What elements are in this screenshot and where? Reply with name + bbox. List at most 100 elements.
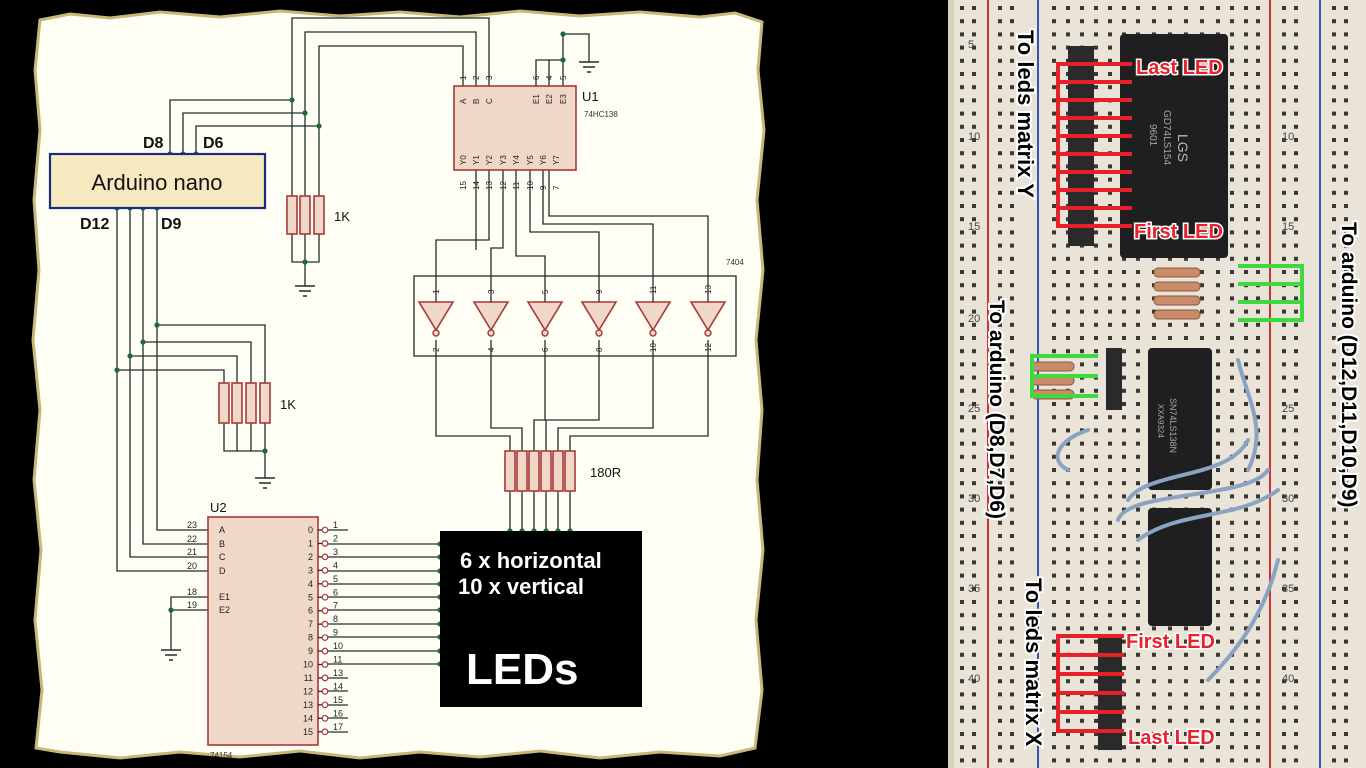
breadboard-hole: [1010, 745, 1014, 750]
breadboard-hole: [1010, 454, 1014, 459]
breadboard-hole: [1136, 600, 1140, 604]
breadboard-hole: [998, 494, 1002, 499]
breadboard-hole: [1152, 494, 1156, 499]
to-arduino-right-label: To arduino (D12,D11,D10,D9): [1337, 222, 1360, 508]
breadboard-hole: [1080, 388, 1084, 393]
breadboard-hole: [1244, 758, 1248, 763]
breadboard-hole: [1344, 124, 1348, 129]
breadboard-hole: [1282, 705, 1286, 710]
breadboard-hole: [1344, 164, 1348, 169]
breadboard-hole: [1184, 626, 1188, 631]
breadboard-hole: [960, 507, 964, 512]
breadboard-hole: [1122, 732, 1126, 736]
breadboard-hole: [1294, 138, 1298, 142]
breadboard-hole: [1244, 177, 1248, 182]
breadboard-hole: [1332, 613, 1336, 618]
breadboard-hole: [1282, 586, 1286, 591]
breadboard-hole: [1294, 732, 1298, 736]
breadboard-hole: [1136, 6, 1140, 10]
breadboard-hole: [1294, 626, 1298, 631]
breadboard-hole: [1230, 666, 1234, 670]
inverter-output-pin: 6: [541, 347, 550, 352]
breadboard-hole: [1136, 441, 1140, 446]
breadboard-hole: [1122, 441, 1126, 446]
breadboard-hole: [1066, 270, 1070, 274]
breadboard-hole: [1216, 745, 1220, 750]
breadboard-hole: [1122, 270, 1126, 274]
breadboard-hole: [1168, 758, 1172, 763]
breadboard-hole: [1244, 520, 1248, 525]
breadboard-hole: [998, 296, 1002, 301]
breadboard-hole: [1344, 560, 1348, 565]
row-number: 5: [968, 39, 974, 51]
breadboard-hole: [1294, 547, 1298, 552]
breadboard-hole: [1052, 573, 1056, 578]
breadboard-hole: [972, 718, 976, 723]
breadboard-hole: [1230, 296, 1234, 301]
breadboard-hole: [1332, 573, 1336, 578]
breadboard-hole: [1344, 626, 1348, 631]
breadboard-hole: [1332, 204, 1336, 208]
breadboard-hole: [1332, 468, 1336, 472]
breadboard-hole: [1094, 718, 1098, 723]
u1-output-name: Y3: [499, 155, 508, 165]
breadboard-hole: [1094, 336, 1098, 340]
breadboard-hole: [998, 534, 1002, 538]
breadboard-hole: [1282, 296, 1286, 301]
breadboard-hole: [1332, 388, 1336, 393]
u2-input-name: E1: [219, 592, 230, 602]
breadboard-hole: [1010, 45, 1014, 50]
breadboard-hole: [1244, 613, 1248, 618]
breadboard-hole: [1136, 494, 1140, 499]
breadboard-hole: [1244, 270, 1248, 274]
breadboard-hole: [1108, 494, 1112, 499]
breadboard-hole: [1010, 468, 1014, 472]
breadboard-hole: [1332, 349, 1336, 354]
breadboard-hole: [1010, 230, 1014, 235]
breadboard-hole: [1094, 362, 1098, 367]
u2-output-name: 14: [303, 713, 313, 723]
breadboard-hole: [960, 164, 964, 169]
breadboard-hole: [960, 256, 964, 261]
breadboard-hole: [1294, 666, 1298, 670]
arduino-pin-d6: D6: [203, 135, 224, 152]
breadboard-hole: [1108, 573, 1112, 578]
breadboard-hole: [1332, 679, 1336, 684]
breadboard-hole: [960, 230, 964, 235]
breadboard-hole: [1136, 362, 1140, 367]
breadboard-hole: [998, 520, 1002, 525]
breadboard-hole: [972, 217, 976, 222]
breadboard-hole: [972, 85, 976, 90]
breadboard-hole: [1344, 32, 1348, 37]
breadboard-hole: [1256, 45, 1260, 50]
breadboard-hole: [1244, 639, 1248, 644]
breadboard-hole: [1108, 507, 1112, 512]
breadboard-hole: [1230, 19, 1234, 24]
breadboard-hole: [1122, 560, 1126, 565]
breadboard-hole: [1294, 600, 1298, 604]
breadboard-hole: [1282, 204, 1286, 208]
u1-output-pin: 12: [499, 181, 508, 190]
breadboard-hole: [1344, 718, 1348, 723]
breadboard-hole: [1136, 507, 1140, 512]
breadboard-hole: [1344, 481, 1348, 486]
breadboard-hole: [1066, 494, 1070, 499]
breadboard-hole: [1080, 441, 1084, 446]
arduino-pin-d8: D8: [143, 135, 164, 152]
breadboard-hole: [1332, 164, 1336, 169]
breadboard-hole: [1066, 613, 1070, 618]
breadboard-hole: [972, 309, 976, 314]
breadboard-hole: [1200, 666, 1204, 670]
breadboard-hole: [960, 626, 964, 631]
breadboard-hole: [1294, 124, 1298, 129]
inverter-bubble: [432, 329, 440, 337]
u1-output-pin: 7: [552, 185, 561, 190]
breadboard-hole: [1244, 586, 1248, 591]
breadboard-hole: [1256, 138, 1260, 142]
breadboard-hole: [1230, 468, 1234, 472]
breadboard-hole: [1108, 547, 1112, 552]
